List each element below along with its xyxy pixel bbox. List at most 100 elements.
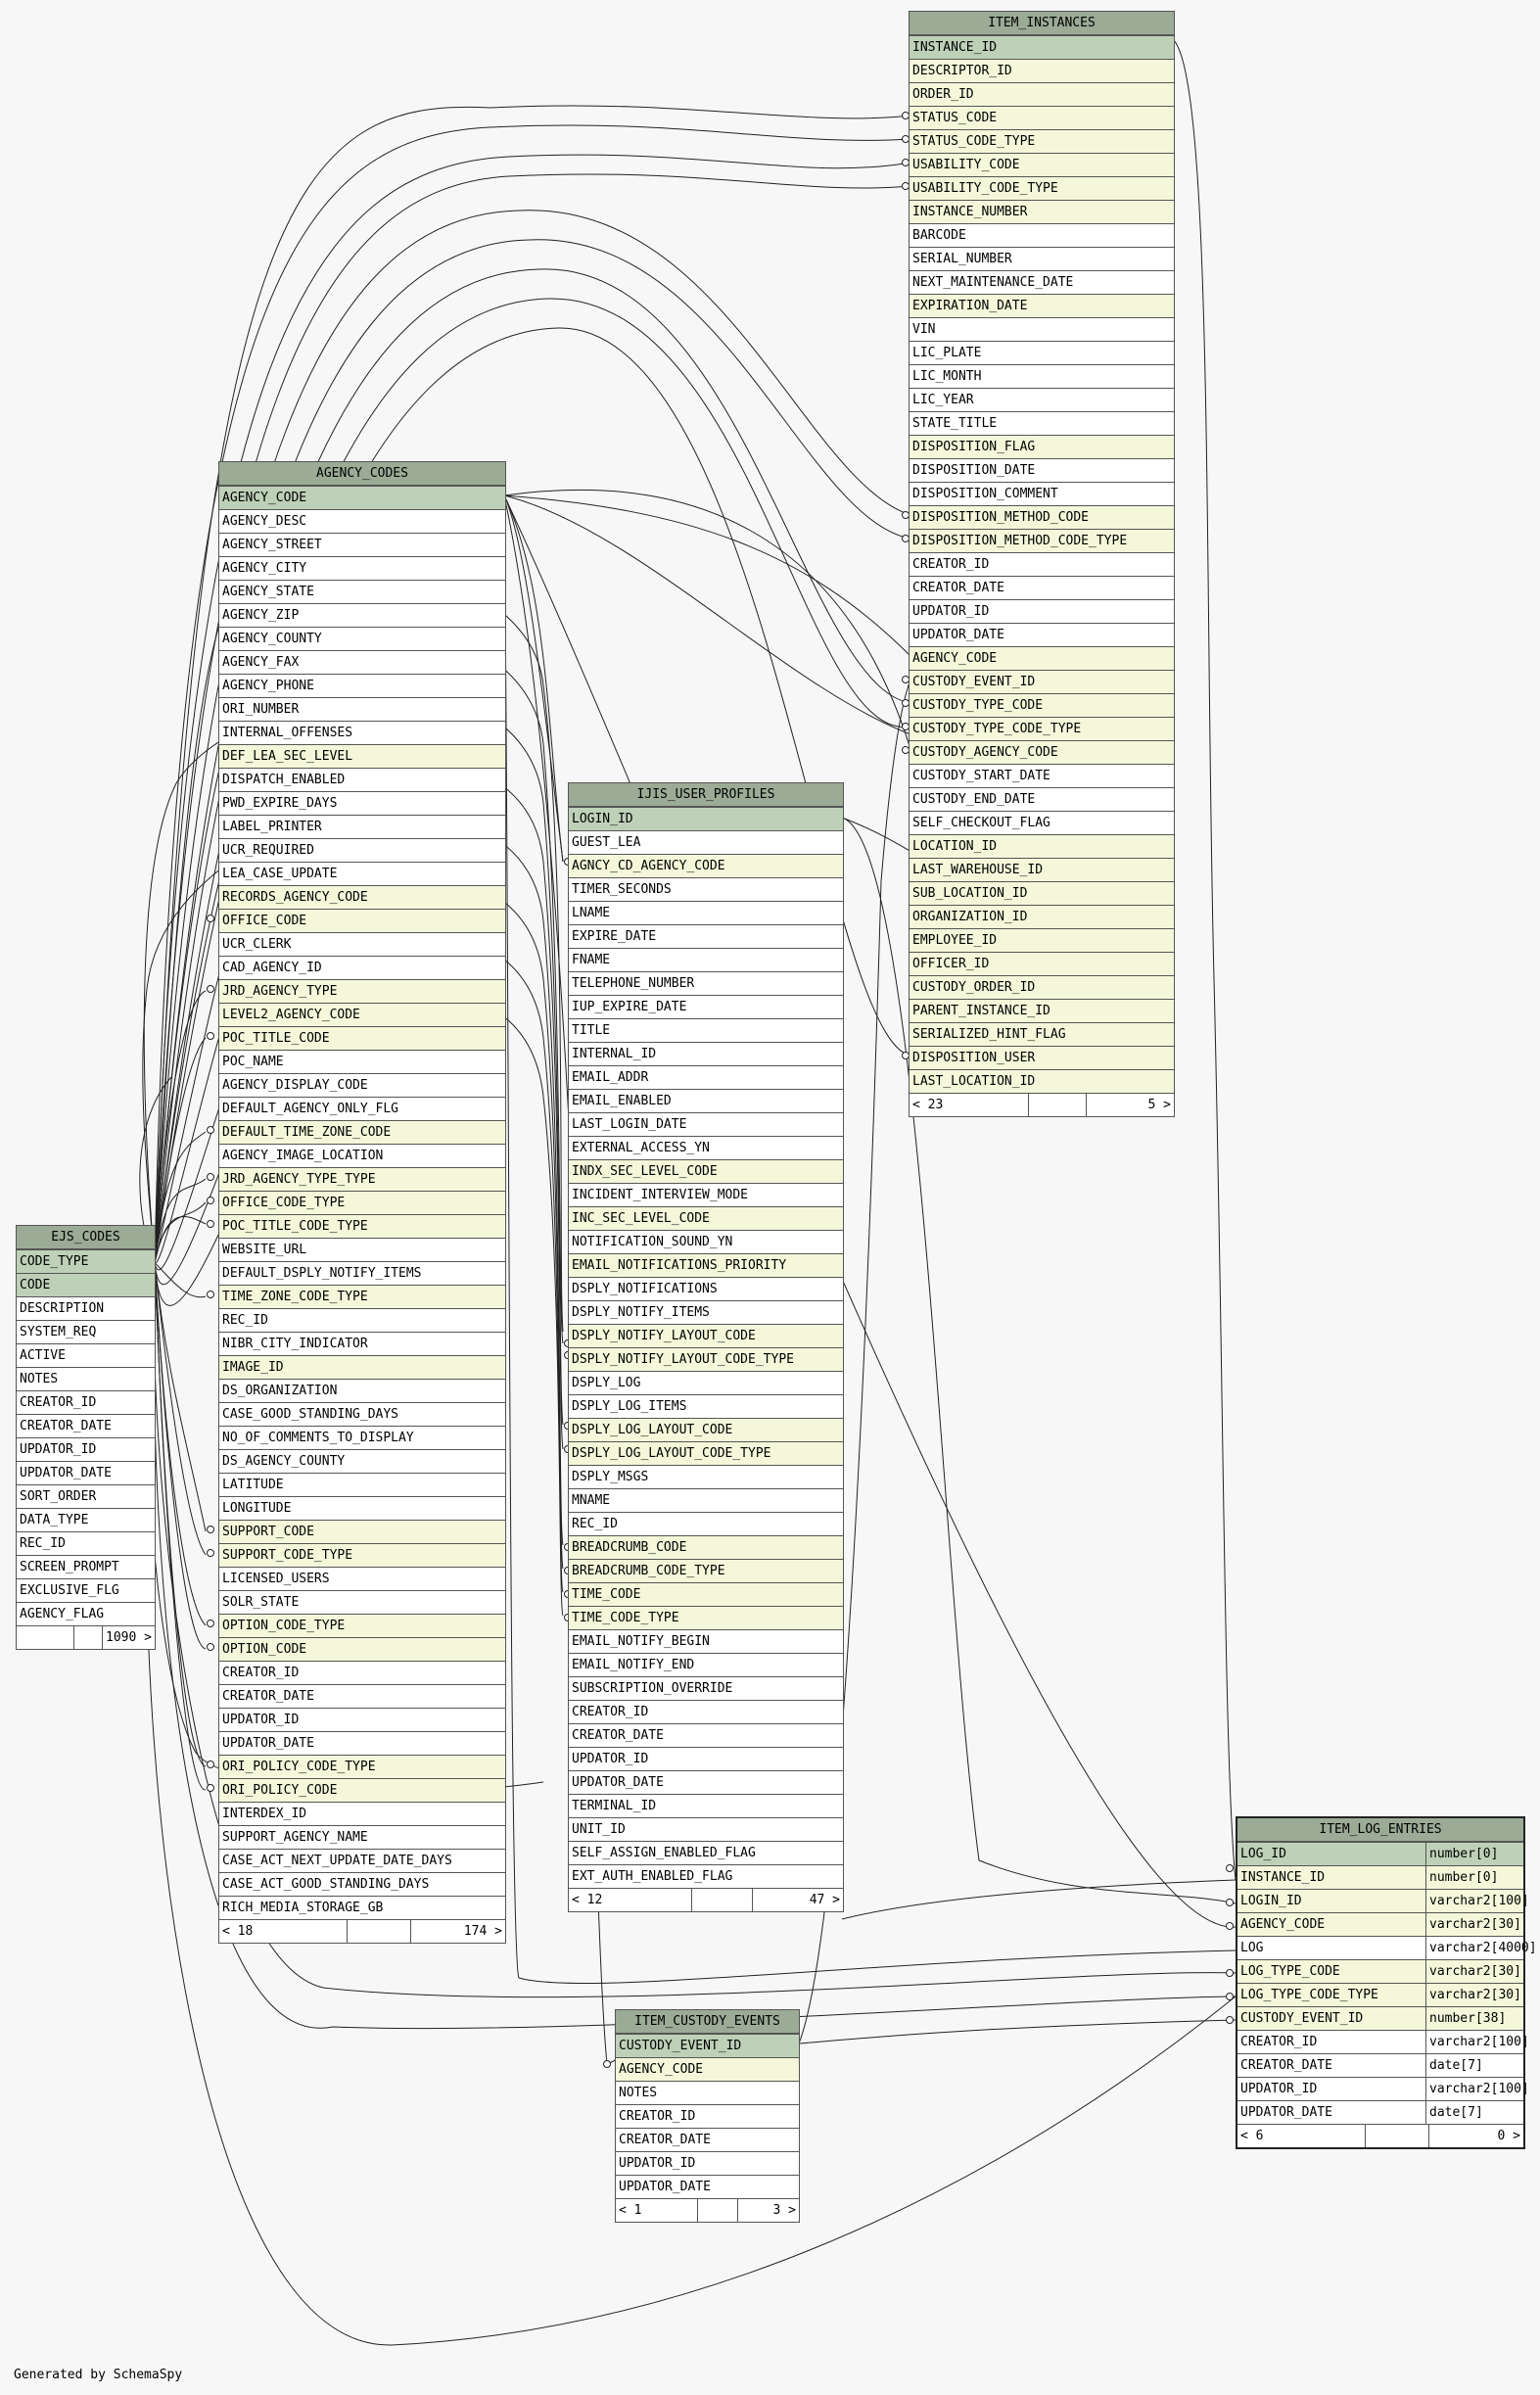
column-row[interactable]: CASE_GOOD_STANDING_DAYS xyxy=(219,1402,505,1426)
column-row[interactable]: AGENCY_STATE xyxy=(219,580,505,603)
column-row[interactable]: CUSTODY_START_DATE xyxy=(910,764,1174,787)
column-row[interactable]: EXPIRE_DATE xyxy=(569,924,843,948)
column-row[interactable]: LIC_MONTH xyxy=(910,364,1174,388)
column-row[interactable]: SORT_ORDER xyxy=(17,1484,155,1508)
column-row[interactable]: AGENCY_FLAG xyxy=(17,1602,155,1625)
column-row[interactable]: CASE_ACT_GOOD_STANDING_DAYS xyxy=(219,1872,505,1896)
column-row[interactable]: LICENSED_USERS xyxy=(219,1567,505,1590)
column-row[interactable]: DISPOSITION_DATE xyxy=(910,458,1174,482)
column-row[interactable]: DATA_TYPE xyxy=(17,1508,155,1531)
column-row[interactable]: UPDATOR_DATE xyxy=(910,623,1174,646)
child-count[interactable]: 1090 > xyxy=(106,1630,152,1645)
column-row[interactable]: LIC_YEAR xyxy=(910,388,1174,411)
column-row[interactable]: DISPOSITION_METHOD_CODE xyxy=(910,505,1174,529)
column-row[interactable]: SCREEN_PROMPT xyxy=(17,1555,155,1578)
column-row[interactable]: FNAME xyxy=(569,948,843,971)
column-row[interactable]: SUPPORT_AGENCY_NAME xyxy=(219,1825,505,1849)
column-row[interactable]: AGENCY_DISPLAY_CODE xyxy=(219,1073,505,1097)
column-row[interactable]: STATE_TITLE xyxy=(910,411,1174,435)
column-row[interactable]: EMPLOYEE_ID xyxy=(910,928,1174,952)
column-row[interactable]: EXT_AUTH_ENABLED_FLAG xyxy=(569,1864,843,1888)
column-row[interactable]: LAST_LOCATION_ID xyxy=(910,1069,1174,1093)
column-row[interactable]: IUP_EXPIRE_DATE xyxy=(569,995,843,1018)
column-row[interactable]: INTERNAL_ID xyxy=(569,1042,843,1065)
column-row[interactable]: POC_TITLE_CODE xyxy=(219,1026,505,1050)
column-row[interactable]: DESCRIPTION xyxy=(17,1296,155,1320)
column-row[interactable]: CUSTODY_END_DATE xyxy=(910,787,1174,811)
column-row[interactable]: LAST_WAREHOUSE_ID xyxy=(910,858,1174,881)
column-row[interactable]: EMAIL_ENABLED xyxy=(569,1089,843,1112)
column-row[interactable]: RICH_MEDIA_STORAGE_GB xyxy=(219,1896,505,1919)
column-row[interactable]: INSTANCE_NUMBER xyxy=(910,200,1174,223)
column-row[interactable]: DSPLY_LOG xyxy=(569,1371,843,1394)
column-row[interactable]: EXCLUSIVE_FLG xyxy=(17,1578,155,1602)
column-row[interactable]: MNAME xyxy=(569,1488,843,1512)
column-row[interactable]: AGENCY_COUNTY xyxy=(219,627,505,650)
column-row[interactable]: CREATOR_DATE xyxy=(910,576,1174,599)
column-row[interactable]: CAD_AGENCY_ID xyxy=(219,956,505,979)
column-row[interactable]: USABILITY_CODE_TYPE xyxy=(910,176,1174,200)
column-row[interactable]: ACTIVE xyxy=(17,1343,155,1367)
column-row[interactable]: ORI_NUMBER xyxy=(219,697,505,721)
column-row[interactable]: CUSTODY_ORDER_ID xyxy=(910,975,1174,999)
column-row[interactable]: NEXT_MAINTENANCE_DATE xyxy=(910,270,1174,294)
column-row[interactable]: INDX_SEC_LEVEL_CODE xyxy=(569,1159,843,1183)
column-row[interactable]: ORI_POLICY_CODE_TYPE xyxy=(219,1755,505,1778)
column-row[interactable]: REC_ID xyxy=(17,1531,155,1555)
parent-count[interactable]: < 1 xyxy=(616,2199,699,2222)
column-row[interactable]: EMAIL_NOTIFY_BEGIN xyxy=(569,1629,843,1653)
column-row[interactable]: JRD_AGENCY_TYPE_TYPE xyxy=(219,1167,505,1191)
column-row[interactable]: EMAIL_ADDR xyxy=(569,1065,843,1089)
column-row[interactable]: TERMINAL_ID xyxy=(569,1794,843,1817)
column-row[interactable]: BARCODE xyxy=(910,223,1174,247)
child-count[interactable]: 174 > xyxy=(463,1924,502,1939)
column-row[interactable]: POC_TITLE_CODE_TYPE xyxy=(219,1214,505,1238)
column-row[interactable]: CUSTODY_EVENT_ID xyxy=(616,2034,799,2057)
column-row[interactable]: SUBSCRIPTION_OVERRIDE xyxy=(569,1676,843,1700)
column-row[interactable]: DEFAULT_TIME_ZONE_CODE xyxy=(219,1120,505,1144)
column-row[interactable]: LIC_PLATE xyxy=(910,341,1174,364)
child-count[interactable]: 0 > xyxy=(1497,2129,1520,2143)
parent-count[interactable]: < 18 xyxy=(219,1920,349,1943)
column-row[interactable]: CUSTODY_TYPE_CODE_TYPE xyxy=(910,717,1174,740)
column-row[interactable]: LNAME xyxy=(569,901,843,924)
column-row[interactable]: TIME_ZONE_CODE_TYPE xyxy=(219,1285,505,1308)
column-row[interactable]: DSPLY_NOTIFICATIONS xyxy=(569,1277,843,1300)
column-row[interactable]: LONGITUDE xyxy=(219,1496,505,1520)
column-row[interactable]: CREATOR_ID xyxy=(219,1661,505,1684)
column-row[interactable]: UCR_REQUIRED xyxy=(219,838,505,862)
column-row[interactable]: REC_ID xyxy=(219,1308,505,1332)
column-row[interactable]: CREATOR_DATE xyxy=(17,1414,155,1437)
column-row[interactable]: INSTANCE_ID xyxy=(910,35,1174,59)
column-row[interactable]: EXPIRATION_DATE xyxy=(910,294,1174,317)
column-row[interactable]: AGENCY_STREET xyxy=(219,533,505,556)
column-row[interactable]: CASE_ACT_NEXT_UPDATE_DATE_DAYS xyxy=(219,1849,505,1872)
column-row[interactable]: STATUS_CODE xyxy=(910,106,1174,129)
column-row[interactable]: INCIDENT_INTERVIEW_MODE xyxy=(569,1183,843,1206)
column-row[interactable]: LABEL_PRINTER xyxy=(219,815,505,838)
column-row[interactable]: UPDATOR_ID xyxy=(616,2151,799,2175)
column-row[interactable]: AGENCY_CITY xyxy=(219,556,505,580)
column-row[interactable]: LOCATION_ID xyxy=(910,834,1174,858)
column-row[interactable]: DISPOSITION_USER xyxy=(910,1046,1174,1069)
column-row[interactable]: INC_SEC_LEVEL_CODE xyxy=(569,1206,843,1230)
column-row[interactable]: LOGIN_ID xyxy=(569,807,843,830)
column-row[interactable]: ORGANIZATION_ID xyxy=(910,905,1174,928)
column-row[interactable]: INTERNAL_OFFENSES xyxy=(219,721,505,744)
column-row[interactable]: GUEST_LEA xyxy=(569,830,843,854)
column-row[interactable]: NOTES xyxy=(616,2081,799,2104)
column-row[interactable]: EMAIL_NOTIFICATIONS_PRIORITY xyxy=(569,1253,843,1277)
column-row[interactable]: AGENCY_FAX xyxy=(219,650,505,674)
column-row[interactable]: UPDATOR_DATE xyxy=(616,2175,799,2198)
column-row[interactable]: INTERDEX_ID xyxy=(219,1802,505,1825)
column-row[interactable]: RECORDS_AGENCY_CODE xyxy=(219,885,505,909)
column-row[interactable]: TIMER_SECONDS xyxy=(569,877,843,901)
column-row[interactable]: UPDATOR_ID xyxy=(17,1437,155,1461)
